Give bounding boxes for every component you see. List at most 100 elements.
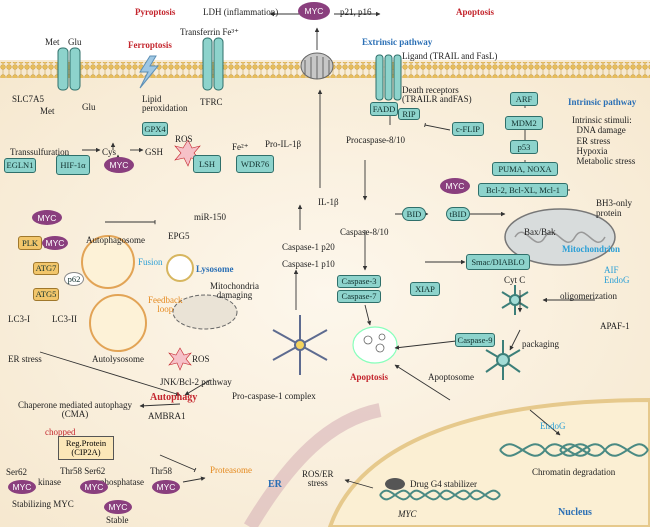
caspase3-node: Caspase-3 <box>337 275 381 288</box>
apoptosis-title: Apoptosis <box>350 372 389 382</box>
death-receptor-icon <box>375 54 402 101</box>
autolysosome-label: Autolysosome <box>92 354 145 364</box>
stabilizing-myc-label: Stabilizing MYC <box>12 499 74 509</box>
intrinsic-pathway-title: Intrinsic pathway <box>568 97 637 107</box>
myc-thr58-node: MYC <box>152 480 180 494</box>
tbid-node: tBID <box>446 207 470 221</box>
rip-node: RIP <box>398 108 420 120</box>
myc-thr58-ser62-node: MYC <box>80 480 108 494</box>
kinase-label: kinase <box>38 477 61 487</box>
ldh-label: LDH (inflammation) <box>203 7 279 17</box>
myc-intrinsic-node: MYC <box>440 178 470 194</box>
apoptosis-top-title: Apoptosis <box>456 7 495 17</box>
jnk-label: JNK/Bcl-2 pathway <box>160 377 232 387</box>
intrinsic-stimuli-label: Intrinsic stimuli: DNA damage ER stress … <box>572 115 636 167</box>
ros-burst-icon-2 <box>168 347 192 371</box>
ferroptosis-title: Ferroptosis <box>128 40 172 50</box>
lysosome-icon <box>166 254 194 282</box>
drug-g4-label: Drug G4 stabilizer <box>410 479 477 489</box>
nucleus-label: Nucleus <box>558 507 592 518</box>
thr58-label: Thr58 <box>150 466 172 476</box>
er-label: ER <box>268 479 282 490</box>
egln1-node: EGLN1 <box>4 158 36 173</box>
atg7-node: ATG7 <box>33 262 59 275</box>
ros-er-stress-label: ROS/ER stress <box>302 469 334 488</box>
puma-noxa-node: PUMA, NOXA <box>492 162 558 176</box>
myc-gene-label: MYC <box>398 509 417 519</box>
ros-ferroptosis-label: ROS <box>175 134 193 144</box>
thr58-ser62-label: Thr58 Ser62 <box>60 466 106 476</box>
phosphatase-label: phosphatase <box>100 477 144 487</box>
atg5-node: ATG5 <box>33 288 59 301</box>
myc-top-node: MYC <box>298 2 330 20</box>
myc-ser62-node: MYC <box>8 480 36 494</box>
ferroptosis-lightning-icon <box>139 55 160 89</box>
damaged-mitochondria-icon <box>172 294 238 330</box>
glu-label: Glu <box>68 37 82 47</box>
bh3-only-label: BH3-only protein <box>596 198 632 219</box>
autolysosome-icon <box>89 294 147 352</box>
caspase810-label: Caspase-8/10 <box>340 227 389 237</box>
caspase9-node: Caspase-9 <box>455 333 495 347</box>
glu-inner-label: Glu <box>82 102 96 112</box>
ros-burst-icon <box>174 139 201 167</box>
ros-autophagy-label: ROS <box>192 354 210 364</box>
lc3ii-label: LC3-II <box>52 314 77 324</box>
mir150-label: miR-150 <box>194 212 227 222</box>
transferrin-label: Transferrin Fe³⁺ <box>180 27 239 37</box>
drug-g4-icon <box>385 478 405 490</box>
bcl2-node: Bcl-2, Bcl-XL, Mcl-1 <box>478 183 568 197</box>
slc7a5-transporter-icon <box>57 47 81 91</box>
tfrc-label: TFRC <box>200 97 223 107</box>
aif-label: AIF <box>604 265 619 275</box>
procaspase-label: Procaspase-8/10 <box>346 135 405 145</box>
fe2-label: Fe²⁺ <box>232 142 249 152</box>
autophagosome-label: Autophagosome <box>86 235 145 245</box>
wdr76-node: WDR76 <box>236 155 274 173</box>
oligomerization-label: oligomerization <box>560 291 617 301</box>
myc-stable-node: MYC <box>104 500 132 514</box>
transsulfuration-label: Transsulfuration <box>10 147 70 157</box>
pro-caspase1-complex-label: Pro-caspase-1 complex <box>232 391 316 401</box>
chromatin-degradation-label: Chromatin degradation <box>532 467 616 477</box>
apoptosome-label: Apoptosome <box>428 372 474 382</box>
slc7a5-label: SLC7A5 <box>12 94 45 104</box>
il1b-label: IL-1β <box>318 197 339 207</box>
gasdermin-pore-icon <box>300 52 334 80</box>
lc3i-label: LC3-I <box>8 314 30 324</box>
gpx4-node: GPX4 <box>142 122 168 136</box>
caspase1-p20-label: Caspase-1 p20 <box>282 242 335 252</box>
pro-il1b-label: Pro-IL-1β <box>265 139 302 149</box>
apoptotic-cell-icon <box>352 326 398 364</box>
caspase1-p10-label: Caspase-1 p10 <box>282 259 335 269</box>
bax-bak-label: Bax/Bak <box>524 227 556 237</box>
endog-label: EndoG <box>604 275 630 285</box>
pyroptosis-title: Pyroptosis <box>135 7 176 17</box>
met-inner-label: Met <box>40 106 55 116</box>
mitochondrion-icon <box>504 208 616 266</box>
fadd-node: FADD <box>370 102 398 116</box>
er-membrane <box>243 403 382 527</box>
p53-node: p53 <box>510 140 538 154</box>
stable-label: Stable <box>106 515 129 525</box>
myc-ferroptosis-node: MYC <box>104 157 134 173</box>
xiap-node: XIAP <box>410 282 440 296</box>
myc-plk-node: MYC <box>42 236 68 250</box>
met-label: Met <box>45 37 60 47</box>
dna-chromatin-icon <box>379 443 649 501</box>
tfrc-receptor-icon <box>202 37 224 91</box>
fusion-label: Fusion <box>138 257 163 267</box>
endog-nucleus-label: EndoG <box>540 421 566 431</box>
reg-protein-box: Reg.Protein (CIP2A) <box>58 436 114 460</box>
apaf1-label: APAF-1 <box>600 321 630 331</box>
cflip-node: c-FLIP <box>452 122 484 136</box>
extrinsic-pathway-title: Extrinsic pathway <box>362 37 433 47</box>
p62-node: p62 <box>64 272 84 286</box>
cma-label: Chaperone mediated autophagy (CMA) <box>18 400 132 419</box>
bid-node: BID <box>402 207 426 221</box>
autophagosome-icon <box>81 235 135 289</box>
ligand-label: Ligand (TRAIL and FasL) <box>402 51 498 61</box>
cys-label: Cys <box>102 147 117 157</box>
arf-node: ARF <box>510 92 538 106</box>
procaspase-complex-icon <box>272 315 328 375</box>
